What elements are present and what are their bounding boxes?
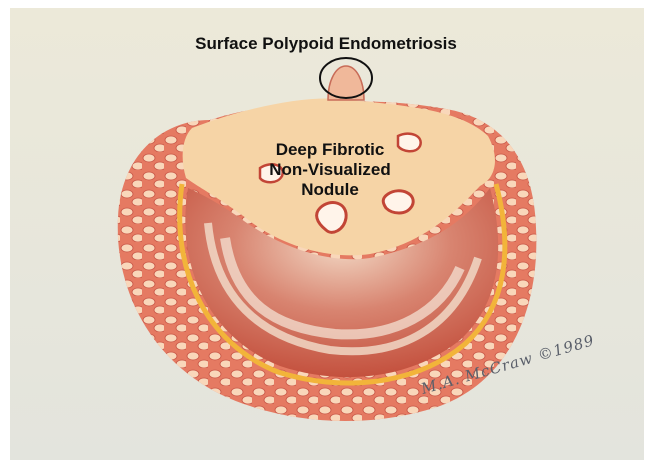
nodule-label-line-2: Non-Visualized [230, 160, 430, 180]
deep-nodule-label: Deep Fibrotic Non-Visualized Nodule [230, 140, 430, 200]
surface-polypoid-label: Surface Polypoid Endometriosis [0, 34, 652, 54]
nodule-label-line-1: Deep Fibrotic [230, 140, 430, 160]
illustration [10, 8, 644, 460]
nodule-label-line-3: Nodule [230, 180, 430, 200]
